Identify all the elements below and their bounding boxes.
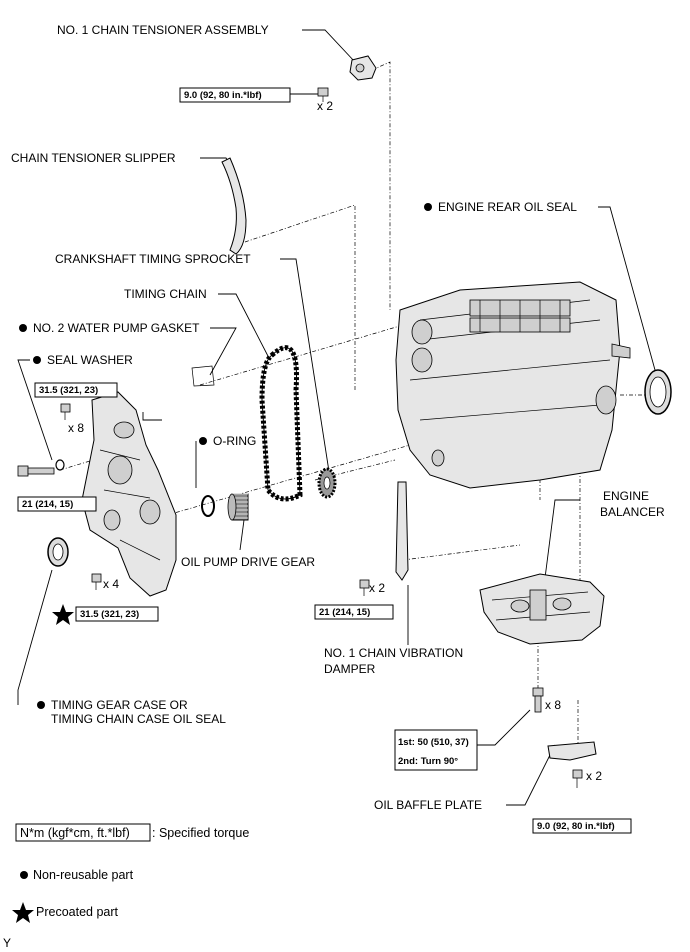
seal-washer-part	[55, 459, 65, 471]
case-bolt-left	[17, 465, 55, 477]
label-engine-balancer-1: ENGINE	[603, 489, 649, 503]
label-engine-balancer-2: BALANCER	[600, 505, 665, 519]
torque-box-case-upper	[34, 382, 118, 398]
case-bolt-upper	[60, 403, 71, 420]
label-oil-baffle-plate: OIL BAFFLE PLATE	[374, 798, 482, 812]
label-timing-case-oil-seal-1: TIMING GEAR CASE OR	[51, 698, 188, 712]
label-seal-washer: SEAL WASHER	[47, 353, 133, 367]
torque-case-bolt-left: 21 (214, 15)	[22, 499, 73, 510]
corner-mark: Y	[3, 936, 11, 950]
torque-case-bolt-lower: 31.5 (321, 23)	[80, 609, 139, 620]
label-oil-pump-drive-gear: OIL PUMP DRIVE GEAR	[181, 555, 315, 569]
qty-baffle-bolt: x 2	[586, 769, 602, 783]
legend-torque-unit: N*m (kgf*cm, ft.*lbf)	[20, 826, 130, 840]
balancer-bolt	[532, 687, 544, 713]
non-reusable-marker	[33, 356, 41, 364]
torque-case-bolt-upper: 31.5 (321, 23)	[39, 385, 98, 396]
torque-baffle-bolt: 9.0 (92, 80 in.*lbf)	[537, 821, 615, 832]
non-reusable-marker	[424, 203, 432, 211]
baffle-bolt	[572, 769, 583, 788]
chain-tensioner-assembly-part	[349, 55, 377, 81]
label-chain-tensioner-slipper: CHAIN TENSIONER SLIPPER	[11, 151, 176, 165]
engine-rear-oil-seal-part	[644, 369, 672, 415]
precoated-star-icon	[52, 604, 74, 625]
damper-bolt	[359, 579, 370, 596]
tensioner-bolt	[317, 87, 329, 102]
legend-precoated-star-icon	[12, 902, 34, 923]
torque-damper-bolt: 21 (214, 15)	[319, 607, 370, 618]
torque-box-case-left	[17, 496, 97, 512]
legend-torque-box	[15, 823, 151, 842]
legend-non-reusable-text: Non-reusable part	[33, 868, 134, 882]
engine-block-part	[395, 281, 631, 489]
label-timing-case-oil-seal-2: TIMING CHAIN CASE OIL SEAL	[51, 712, 226, 726]
torque-box-damper	[314, 604, 394, 620]
case-bolt-lower	[91, 573, 102, 590]
leader-lines	[17, 29, 656, 806]
label-chain-tensioner-assembly: NO. 1 CHAIN TENSIONER ASSEMBLY	[57, 23, 269, 37]
label-o-ring: O-RING	[213, 434, 256, 448]
o-ring-part	[201, 495, 215, 517]
qty-case-bolt-upper: x 8	[68, 421, 84, 435]
timing-chain-part	[259, 345, 303, 502]
oil-baffle-plate-part	[547, 741, 597, 761]
label-crankshaft-timing-sprocket: CRANKSHAFT TIMING SPROCKET	[55, 252, 251, 266]
torque-balancer-step1: 1st: 50 (510, 37)	[398, 737, 469, 748]
legend: N*m (kgf*cm, ft.*lbf) : Specified torque…	[12, 823, 249, 923]
torque-tensioner-bolt: 9.0 (92, 80 in.*lbf)	[184, 90, 262, 101]
water-pump-gasket-part	[191, 365, 215, 387]
timing-chain-case-part	[81, 391, 177, 597]
label-chain-vibration-damper-2: DAMPER	[324, 662, 376, 676]
qty-balancer-bolt: x 8	[545, 698, 561, 712]
label-timing-chain: TIMING CHAIN	[124, 287, 207, 301]
torque-box-balancer	[394, 729, 478, 771]
torque-box-case-lower	[75, 606, 159, 622]
oil-pump-drive-gear-part	[227, 493, 249, 521]
non-reusable-marker	[37, 701, 45, 709]
crankshaft-sprocket-part	[317, 467, 337, 499]
torque-box-tensioner	[179, 87, 291, 103]
qty-damper-bolt: x 2	[369, 581, 385, 595]
chain-tensioner-slipper-part	[221, 157, 247, 255]
non-reusable-marker	[199, 437, 207, 445]
engine-balancer-part	[479, 573, 605, 645]
label-chain-vibration-damper-1: NO. 1 CHAIN VIBRATION	[324, 646, 463, 660]
non-reusable-marker	[19, 324, 27, 332]
timing-case-oil-seal-part	[47, 537, 69, 567]
chain-vibration-damper-part	[395, 481, 409, 581]
torque-balancer-step2: 2nd: Turn 90°	[398, 756, 458, 767]
legend-non-reusable-dot	[20, 871, 28, 879]
qty-case-bolt-lower: x 4	[103, 577, 119, 591]
legend-precoated-text: Precoated part	[36, 905, 119, 919]
qty-tensioner-bolt: x 2	[317, 99, 333, 113]
torque-box-baffle	[532, 818, 632, 834]
label-water-pump-gasket: NO. 2 WATER PUMP GASKET	[33, 321, 200, 335]
legend-torque-text: : Specified torque	[152, 826, 249, 840]
label-engine-rear-oil-seal: ENGINE REAR OIL SEAL	[438, 200, 577, 214]
